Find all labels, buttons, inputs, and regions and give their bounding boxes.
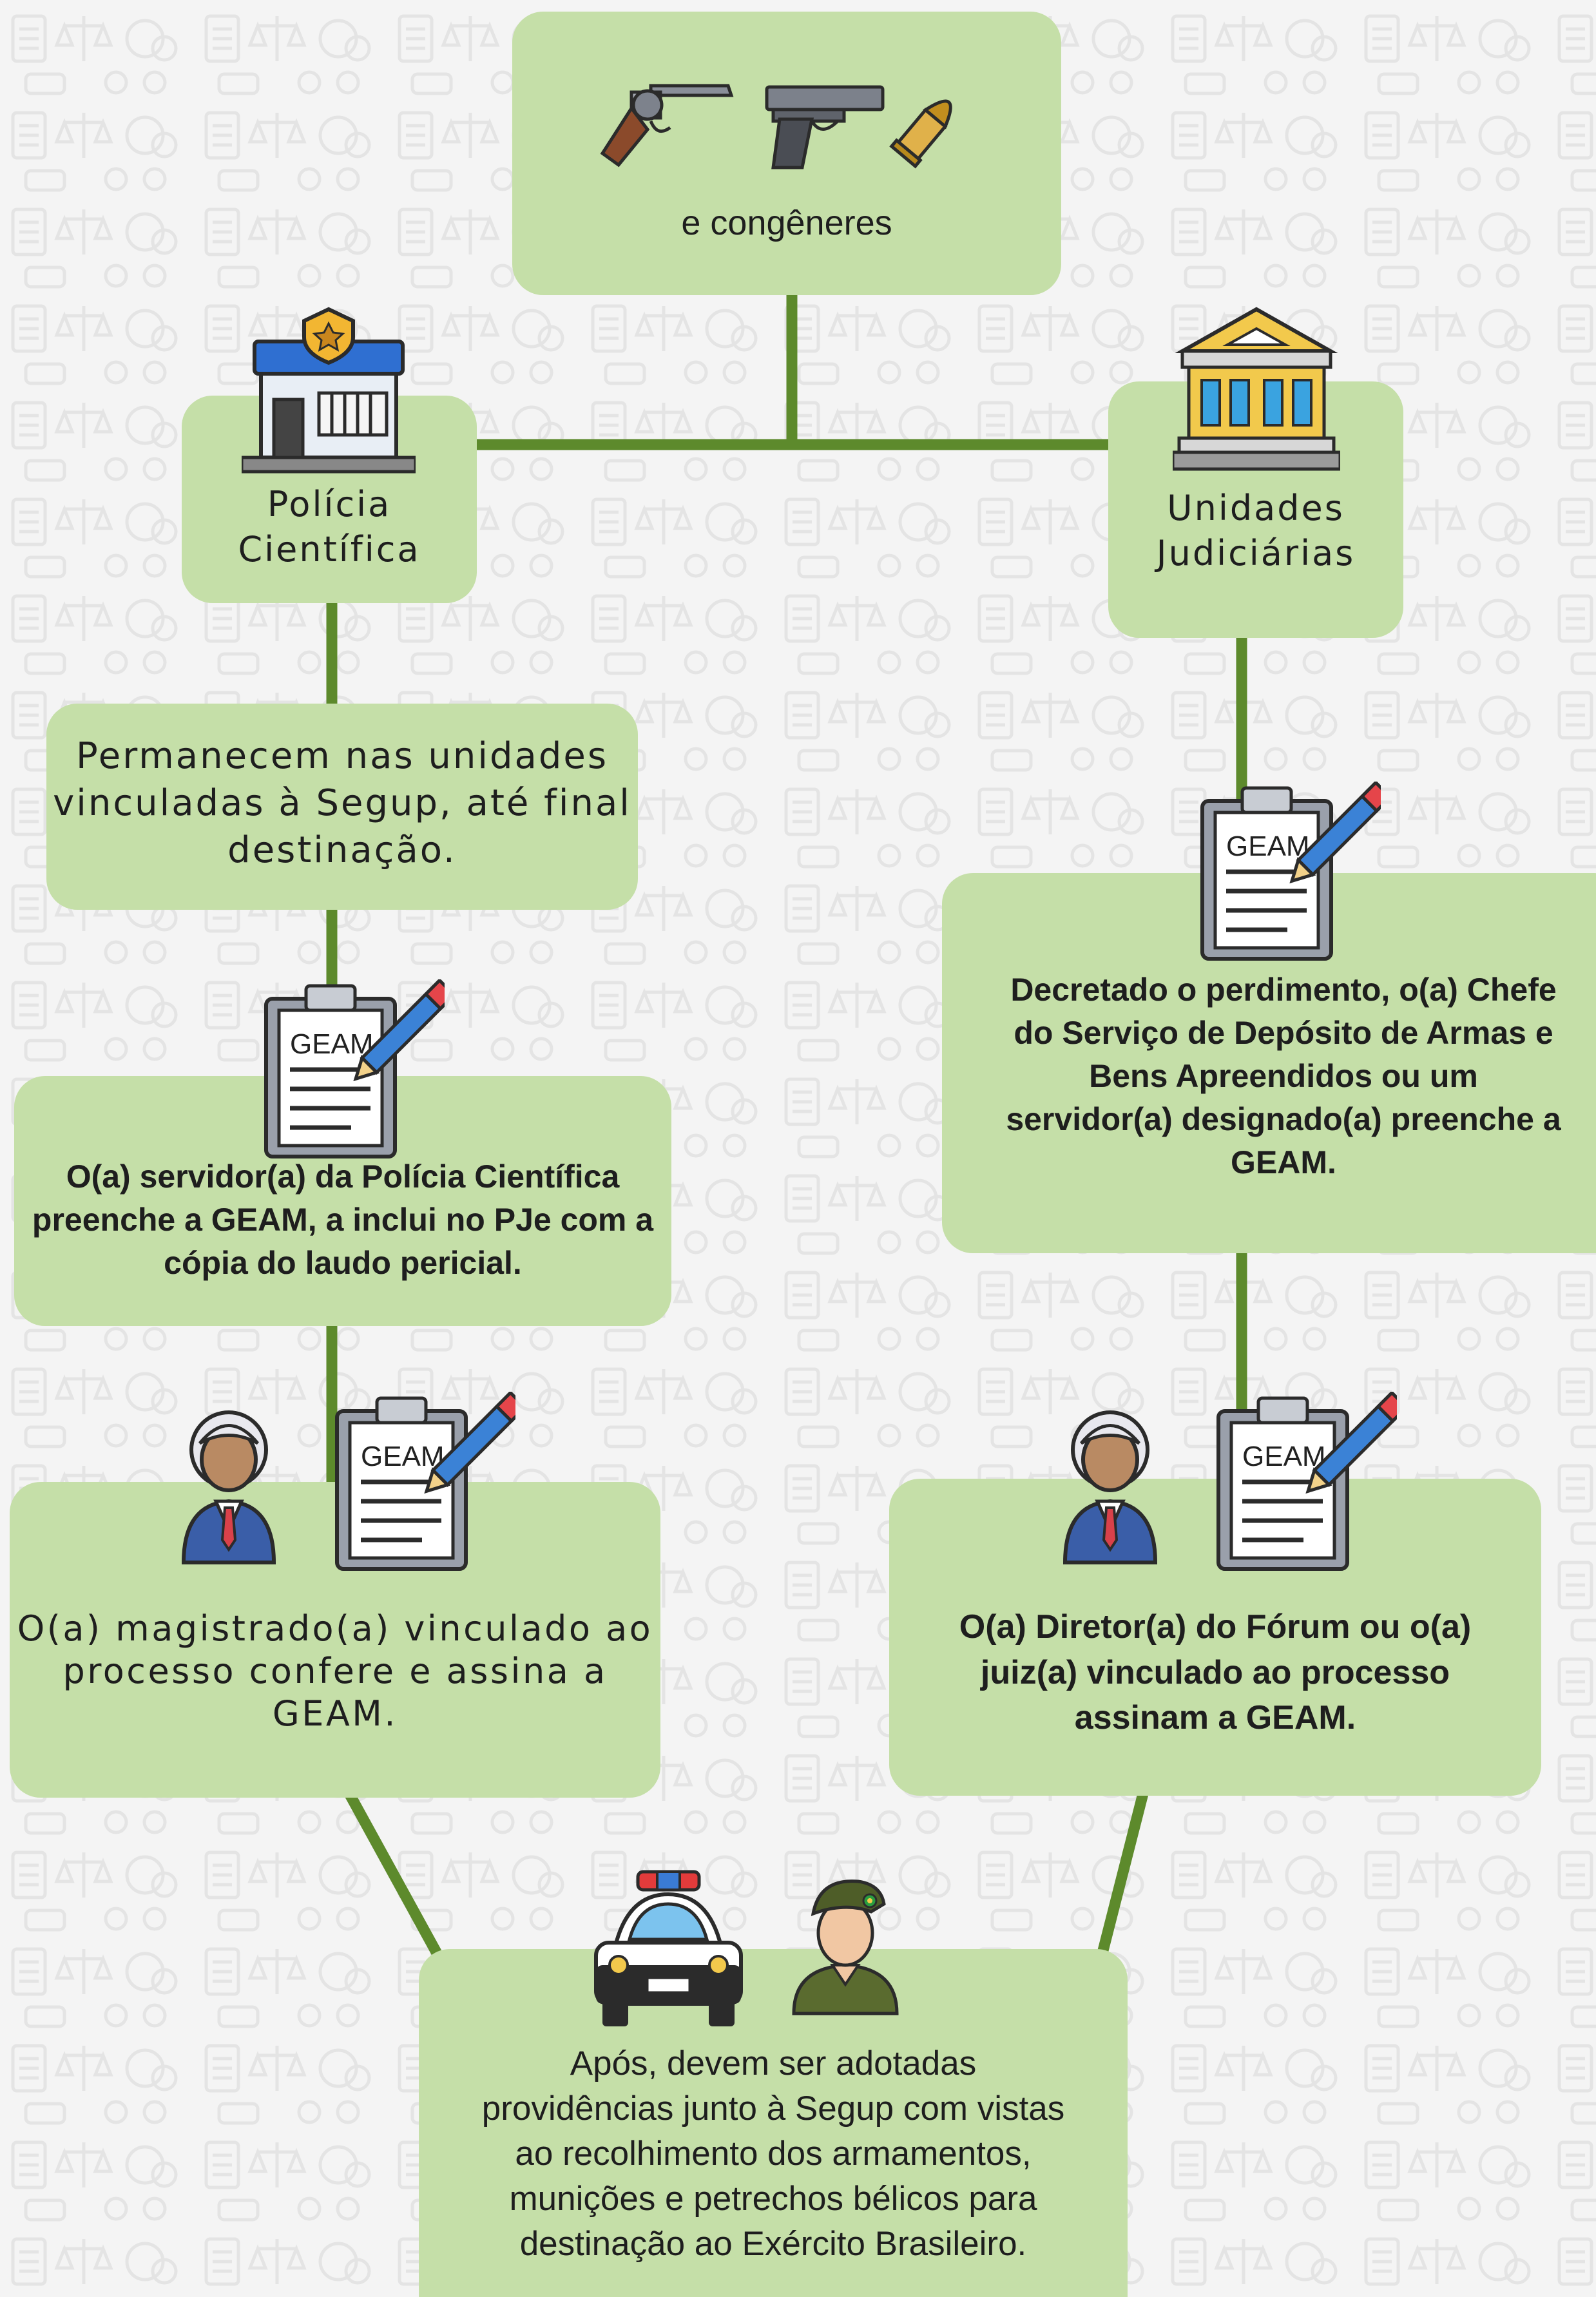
right-judge-line-3: assinam a GEAM. bbox=[1074, 1699, 1356, 1737]
right-geam-text: Decretado o perdimento, o(a) Chefe do Se… bbox=[942, 968, 1596, 1184]
geam-form-icon-judge-right: GEAM bbox=[1213, 1392, 1397, 1572]
police-station-icon bbox=[242, 303, 416, 477]
revolver-icon bbox=[593, 76, 738, 173]
right-geam-line-2: do Serviço de Depósito de Armas e bbox=[1014, 1015, 1553, 1051]
pistol-icon bbox=[760, 81, 889, 171]
left-judge-line-2: processo confere e assina a bbox=[62, 1650, 608, 1691]
permanecem-line-3: destinação. bbox=[227, 829, 457, 871]
left-geam-line-1: O(a) servidor(a) da Polícia Científica bbox=[66, 1158, 620, 1195]
left-judge-text: O(a) magistrado(a) vinculado ao processo… bbox=[10, 1608, 660, 1735]
left-geam-line-3: cópia do laudo pericial. bbox=[164, 1245, 522, 1281]
bottom-line-2: providências junto à Segup com vistas bbox=[481, 2089, 1065, 2128]
permanecem-line-2: vinculadas à Segup, até final bbox=[53, 782, 631, 824]
bottom-line-5: destinação ao Exército Brasileiro. bbox=[519, 2224, 1027, 2263]
left-geam-text: O(a) servidor(a) da Polícia Científica p… bbox=[14, 1155, 671, 1285]
policia-cientifica-label: Polícia Científica bbox=[182, 482, 477, 572]
bottom-text: Após, devem ser adotadas providências ju… bbox=[419, 2041, 1128, 2267]
right-judge-line-1: O(a) Diretor(a) do Fórum ou o(a) bbox=[959, 1608, 1472, 1646]
geam-label-right: GEAM bbox=[1226, 831, 1310, 862]
geam-label-left: GEAM bbox=[290, 1028, 374, 1060]
permanecem-line-1: Permanecem nas unidades bbox=[75, 735, 609, 777]
right-judge-text: O(a) Diretor(a) do Fórum ou o(a) juiz(a)… bbox=[889, 1604, 1541, 1741]
left-judge-line-1: O(a) magistrado(a) vinculado ao bbox=[17, 1608, 653, 1649]
judiciarias-line-1: Unidades bbox=[1167, 488, 1345, 528]
weapons-caption: e congêneres bbox=[681, 204, 892, 242]
judge-icon-right bbox=[1052, 1389, 1168, 1566]
unidades-judiciarias-label: Unidades Judiciárias bbox=[1108, 486, 1403, 576]
bottom-line-3: ao recolhimento dos armamentos, bbox=[515, 2134, 1032, 2173]
police-car-icon bbox=[590, 1869, 747, 2030]
soldier-icon bbox=[787, 1872, 903, 2017]
permanecem-box bbox=[46, 704, 638, 910]
bottom-line-1: Após, devem ser adotadas bbox=[570, 2044, 977, 2082]
bullet-icon bbox=[889, 77, 970, 174]
right-judge-line-2: juiz(a) vinculado ao processo bbox=[980, 1653, 1450, 1691]
judge-icon-left bbox=[171, 1389, 287, 1566]
left-judge-line-3: GEAM. bbox=[272, 1693, 398, 1734]
right-geam-line-1: Decretado o perdimento, o(a) Chefe bbox=[1010, 972, 1557, 1008]
judiciarias-line-2: Judiciárias bbox=[1156, 533, 1356, 574]
geam-form-icon-judge-left: GEAM bbox=[332, 1392, 515, 1572]
policia-line-1: Polícia bbox=[267, 484, 392, 524]
permanecem-text: Permanecem nas unidades vinculadas à Seg… bbox=[46, 733, 638, 874]
right-geam-line-5: GEAM. bbox=[1231, 1144, 1336, 1180]
geam-form-icon-right: GEAM bbox=[1197, 782, 1381, 962]
bottom-box bbox=[419, 1949, 1128, 2297]
geam-form-icon-left: GEAM bbox=[261, 979, 445, 1160]
bottom-line-4: munições e petrechos bélicos para bbox=[509, 2179, 1037, 2218]
policia-line-2: Científica bbox=[238, 529, 421, 570]
courthouse-icon bbox=[1173, 303, 1340, 476]
right-geam-line-4: servidor(a) designado(a) preenche a bbox=[1006, 1101, 1561, 1137]
geam-label-judge-right: GEAM bbox=[1242, 1441, 1326, 1472]
left-geam-line-2: preenche a GEAM, a inclui no PJe com a bbox=[32, 1202, 654, 1238]
right-judge-box bbox=[889, 1479, 1541, 1796]
right-geam-line-3: Bens Apreendidos ou um bbox=[1089, 1058, 1478, 1094]
left-judge-box bbox=[10, 1482, 660, 1798]
geam-label-judge-left: GEAM bbox=[361, 1441, 445, 1472]
